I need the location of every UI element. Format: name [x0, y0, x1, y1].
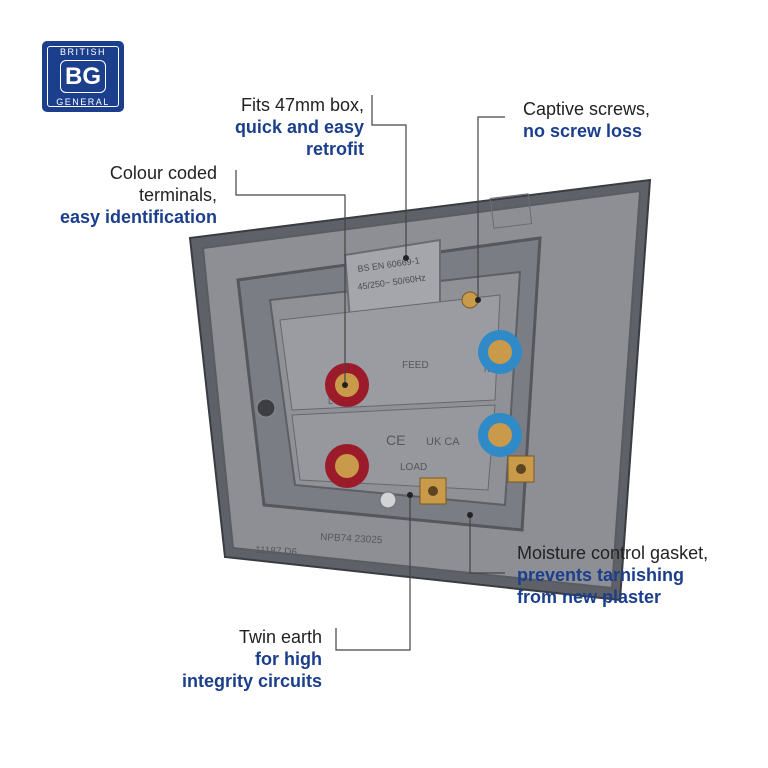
callout-box-size: Fits 47mm box, quick and easy retrofit: [164, 94, 364, 160]
marking-code2: NPB74 23025: [320, 532, 383, 546]
callout-box-highlight-1: quick and easy: [234, 117, 364, 137]
blue-terminal-lower-brass: [488, 423, 512, 447]
marking-code1: 11187 D6: [255, 545, 298, 558]
leader-earth: [335, 495, 411, 651]
marking-ce: CE: [386, 432, 405, 448]
callout-gasket-highlight-1: prevents tarnishing: [517, 565, 685, 585]
marking-feed: FEED: [402, 360, 429, 371]
plate-corner-mark: [489, 193, 533, 229]
callout-box-highlight-2: retrofit: [306, 139, 364, 159]
callout-captive-screws: Captive screws, no screw loss: [523, 98, 743, 142]
callout-terminals: Colour coded terminals, easy identificat…: [17, 162, 217, 228]
callout-earth-highlight-2: integrity circuits: [181, 671, 322, 691]
blue-terminal-upper-brass: [488, 340, 512, 364]
marking-ukca: UK CA: [426, 436, 460, 448]
callout-terminals-plain-2: terminals,: [138, 185, 217, 205]
leader-gasket: [469, 515, 505, 574]
earth-screw: [379, 491, 397, 509]
callout-earth-plain: Twin earth: [238, 627, 322, 647]
callout-box-plain: Fits 47mm box,: [240, 95, 364, 115]
callout-twin-earth: Twin earth for high integrity circuits: [122, 626, 322, 692]
leader-terminals: [235, 170, 346, 385]
marking-load: LOAD: [400, 462, 427, 473]
callout-terminals-plain-1: Colour coded: [109, 163, 217, 183]
logo-top-text: BRITISH: [59, 47, 106, 57]
callout-terminals-highlight: easy identification: [59, 207, 217, 227]
callout-earth-highlight-1: for high: [255, 649, 322, 669]
marking-l-top: L: [328, 396, 333, 406]
callout-screws-plain: Captive screws,: [523, 99, 651, 119]
red-terminal-lower-brass: [335, 454, 359, 478]
logo-monogram: BG: [60, 60, 106, 93]
british-general-logo: BRITISH BG GENERAL: [42, 41, 124, 112]
callout-gasket-plain: Moisture control gasket,: [517, 543, 709, 563]
callout-screws-highlight: no screw loss: [523, 121, 643, 141]
leader-screws: [477, 116, 505, 300]
callout-gasket: Moisture control gasket, prevents tarnis…: [517, 542, 757, 608]
logo-bottom-text: GENERAL: [56, 97, 110, 107]
callout-gasket-highlight-2: from new plaster: [517, 587, 662, 607]
leader-box: [371, 95, 407, 258]
logo-border: [47, 46, 119, 107]
side-fixing-screw: [256, 398, 276, 418]
